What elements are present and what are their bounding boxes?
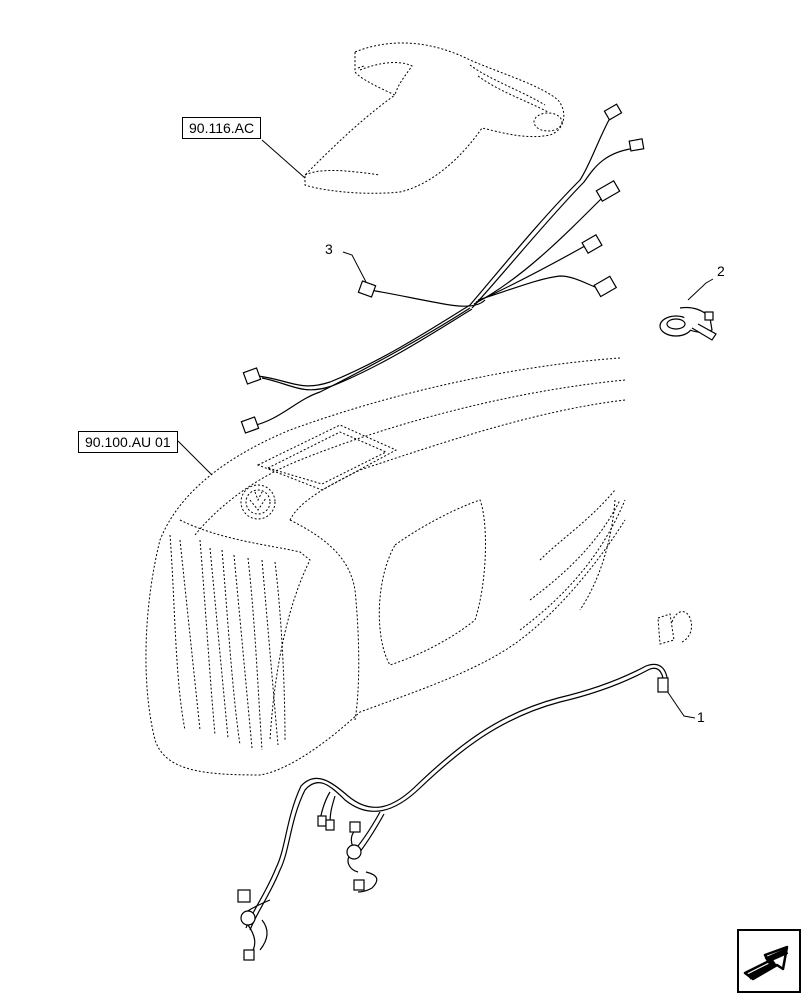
hood-reference-label[interactable]: 90.100.AU 01 — [78, 431, 178, 453]
upper-harness — [251, 117, 637, 427]
fender-reference-label[interactable]: 90.116.AC — [182, 117, 262, 139]
fender-outline — [304, 42, 565, 194]
clip-part — [657, 611, 693, 645]
next-page-button[interactable] — [737, 929, 801, 993]
lower-harness-connectors — [237, 677, 669, 961]
reference-leaders — [177, 139, 714, 719]
callout-3: 3 — [325, 241, 333, 257]
upper-harness-connectors — [240, 103, 645, 434]
next-page-arrow-icon — [743, 945, 789, 981]
hood-outline — [145, 357, 626, 776]
lower-harness — [241, 663, 669, 956]
callout-2: 2 — [717, 263, 725, 279]
switch-part — [659, 306, 717, 341]
callout-1: 1 — [697, 709, 705, 725]
